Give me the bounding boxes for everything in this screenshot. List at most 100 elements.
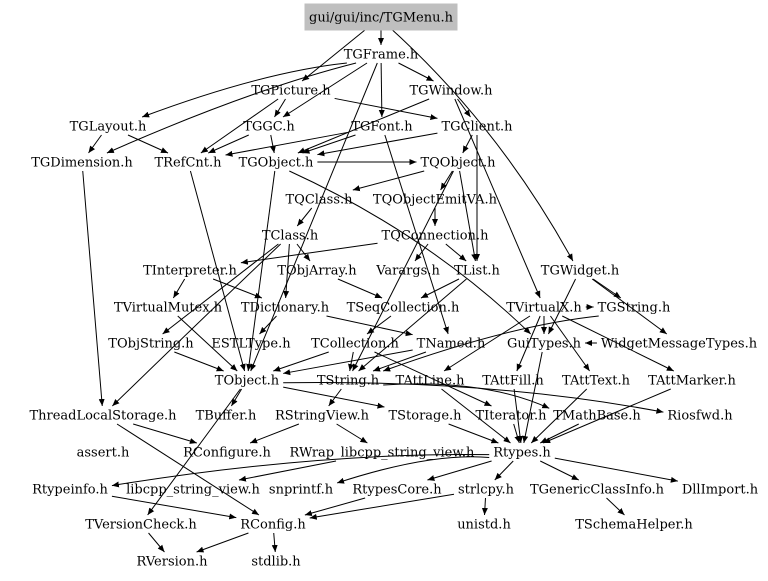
node-TGClient[interactable]: TGClient.h	[441, 120, 513, 135]
node-TMathBase[interactable]: TMathBase.h	[553, 409, 641, 424]
node-Rtypes[interactable]: Rtypes.h	[493, 446, 551, 461]
node-Rtypeinfo[interactable]: Rtypeinfo.h	[32, 483, 108, 498]
edge-TGDimension-to-ThreadLocalStorage	[82, 170, 105, 407]
edge-strlcpy-to-RConfig	[309, 493, 455, 520]
node-TAttFill[interactable]: TAttFill.h	[482, 374, 544, 389]
node-TSeqCollection[interactable]: TSeqCollection.h	[347, 301, 460, 316]
node-TGLayout[interactable]: TGLayout.h	[70, 120, 147, 135]
node-GuiTypes[interactable]: GuiTypes.h	[507, 337, 582, 352]
edge-TList-to-TString	[358, 278, 467, 372]
node-snprintf[interactable]: snprintf.h	[269, 483, 334, 498]
node-TGWindow[interactable]: TGWindow.h	[410, 84, 494, 99]
edge-TQObject-to-TQObjectEmitVA	[440, 170, 453, 191]
edge-TGWindow-to-TVirtualX	[454, 98, 541, 299]
node-ESTLType[interactable]: ESTLType.h	[211, 337, 291, 352]
node-TBuffer[interactable]: TBuffer.h	[196, 409, 257, 424]
node-stdlib[interactable]: stdlib.h	[251, 555, 301, 570]
node-unistd[interactable]: unistd.h	[457, 518, 511, 533]
edge-RWrap-to-libcpp_string_view	[238, 460, 337, 482]
node-TGFont[interactable]: TGFont.h	[351, 120, 413, 135]
node-RConfigure[interactable]: RConfigure.h	[183, 446, 271, 461]
node-TGObject[interactable]: TGObject.h	[239, 156, 314, 171]
node-TVirtualMutex[interactable]: TVirtualMutex.h	[114, 301, 223, 316]
edge-Rtypes-to-RtypesCore	[427, 460, 492, 481]
node-TIterator[interactable]: TIterator.h	[475, 409, 547, 424]
node-TAttMarker[interactable]: TAttMarker.h	[648, 374, 736, 389]
edge-TMathBase-to-Rtypes	[540, 423, 579, 444]
edge-TGFrame-to-TGLayout	[141, 62, 347, 118]
edge-strlcpy-to-unistd	[481, 497, 488, 516]
node-TObjArray[interactable]: TObjArray.h	[277, 264, 357, 279]
node-TGWidget[interactable]: TGWidget.h	[541, 264, 620, 279]
node-TQObject[interactable]: TQObject.h	[420, 156, 496, 171]
edge-TQObject-to-TString	[352, 170, 454, 372]
node-TGenericClassInfo[interactable]: TGenericClassInfo.h	[530, 483, 665, 498]
node-TGGC[interactable]: TGGC.h	[243, 120, 295, 135]
node-libcpp_string_view[interactable]: libcpp_string_view.h	[126, 483, 260, 498]
edge-TObject-to-TVersionCheck	[147, 388, 241, 516]
nodes-layer: gui/gui/inc/TGMenu.hTGFrame.hTGPicture.h…	[29, 3, 759, 570]
node-TDictionary[interactable]: TDictionary.h	[241, 301, 330, 316]
node-TGMenu[interactable]: gui/gui/inc/TGMenu.h	[309, 11, 454, 26]
node-RStringView[interactable]: RStringView.h	[275, 409, 370, 424]
edge-TCollection-to-TObject	[273, 351, 329, 372]
edge-TAttText-to-Rtypes	[530, 388, 588, 444]
edge-TGClient-to-TQObject	[462, 134, 473, 154]
node-TNamed[interactable]: TNamed.h	[417, 337, 486, 352]
node-TObjString[interactable]: TObjString.h	[108, 337, 194, 352]
node-TObject[interactable]: TObject.h	[215, 374, 280, 389]
node-TSchemaHelper[interactable]: TSchemaHelper.h	[575, 518, 693, 533]
node-TAttText[interactable]: TAttText.h	[562, 374, 631, 389]
edge-GuiTypes-to-Rtypes	[522, 351, 543, 444]
node-TStorage[interactable]: TStorage.h	[388, 409, 462, 424]
node-TGString[interactable]: TGString.h	[598, 301, 671, 316]
edge-TVersionCheck-to-RVersion	[148, 532, 165, 553]
edge-TDictionary-to-TNamed	[326, 315, 413, 337]
node-WidgetMessageTypes[interactable]: WidgetMessageTypes.h	[601, 337, 758, 352]
node-TAttLine[interactable]: TAttLine.h	[396, 374, 466, 389]
edge-TQConnection-to-Varargs	[414, 243, 429, 262]
edge-TQConnection-to-TList	[445, 243, 467, 262]
edge-TInterpreter-to-TVirtualMutex	[172, 278, 186, 299]
edge-TVirtualX-to-TAttLine	[443, 315, 531, 372]
edge-ThreadLocalStorage-to-RConfig	[116, 423, 260, 516]
node-RVersion[interactable]: RVersion.h	[137, 555, 209, 570]
edge-Rtypeinfo-to-RConfig	[111, 495, 237, 520]
node-RtypesCore[interactable]: RtypesCore.h	[352, 483, 442, 498]
node-assert[interactable]: assert.h	[77, 446, 130, 461]
node-TInterpreter[interactable]: TInterpreter.h	[143, 264, 237, 279]
node-TQClass[interactable]: TQClass.h	[285, 193, 353, 208]
node-TGFrame[interactable]: TGFrame.h	[344, 48, 419, 63]
node-TQConnection[interactable]: TQConnection.h	[382, 229, 490, 244]
edge-TString-to-RStringView	[328, 388, 342, 407]
edge-TObjArray-to-TSeqCollection	[337, 278, 383, 299]
node-RConfig[interactable]: RConfig.h	[240, 518, 306, 533]
node-TVersionCheck[interactable]: TVersionCheck.h	[85, 518, 197, 533]
edge-RStringView-to-RWrap	[336, 423, 368, 444]
node-TClass[interactable]: TClass.h	[262, 229, 319, 244]
node-Riosfwd[interactable]: Riosfwd.h	[667, 409, 733, 424]
edge-TGPicture-to-TGClient	[334, 97, 438, 120]
node-TGDimension[interactable]: TGDimension.h	[31, 156, 133, 171]
node-TString[interactable]: TString.h	[317, 374, 380, 389]
edge-TObject-to-TStorage	[283, 386, 385, 409]
edges-layer	[82, 25, 678, 553]
node-ThreadLocalStorage[interactable]: ThreadLocalStorage.h	[29, 409, 177, 424]
node-Varargs[interactable]: Varargs.h	[375, 264, 440, 279]
edge-TVirtualX-to-TAttFill	[516, 315, 541, 372]
node-TCollection[interactable]: TCollection.h	[311, 337, 399, 352]
edge-TQObject-to-TList	[459, 170, 478, 262]
node-DllImport[interactable]: DllImport.h	[682, 483, 759, 498]
edge-TGWidget-to-GuiTypes	[547, 278, 577, 335]
node-TVirtualX[interactable]: TVirtualX.h	[506, 301, 582, 316]
node-TList[interactable]: TList.h	[454, 264, 500, 279]
node-TRefCnt[interactable]: TRefCnt.h	[154, 156, 222, 171]
node-TQObjectEmitVA[interactable]: TQObjectEmitVA.h	[373, 193, 498, 208]
node-RWrap[interactable]: RWrap_libcpp_string_view.h	[290, 446, 476, 461]
node-strlcpy[interactable]: strlcpy.h	[458, 483, 515, 498]
edge-ThreadLocalStorage-to-RConfigure	[133, 423, 197, 444]
node-TGPicture[interactable]: TGPicture.h	[251, 84, 331, 99]
edge-TDictionary-to-ESTLType	[259, 315, 277, 335]
